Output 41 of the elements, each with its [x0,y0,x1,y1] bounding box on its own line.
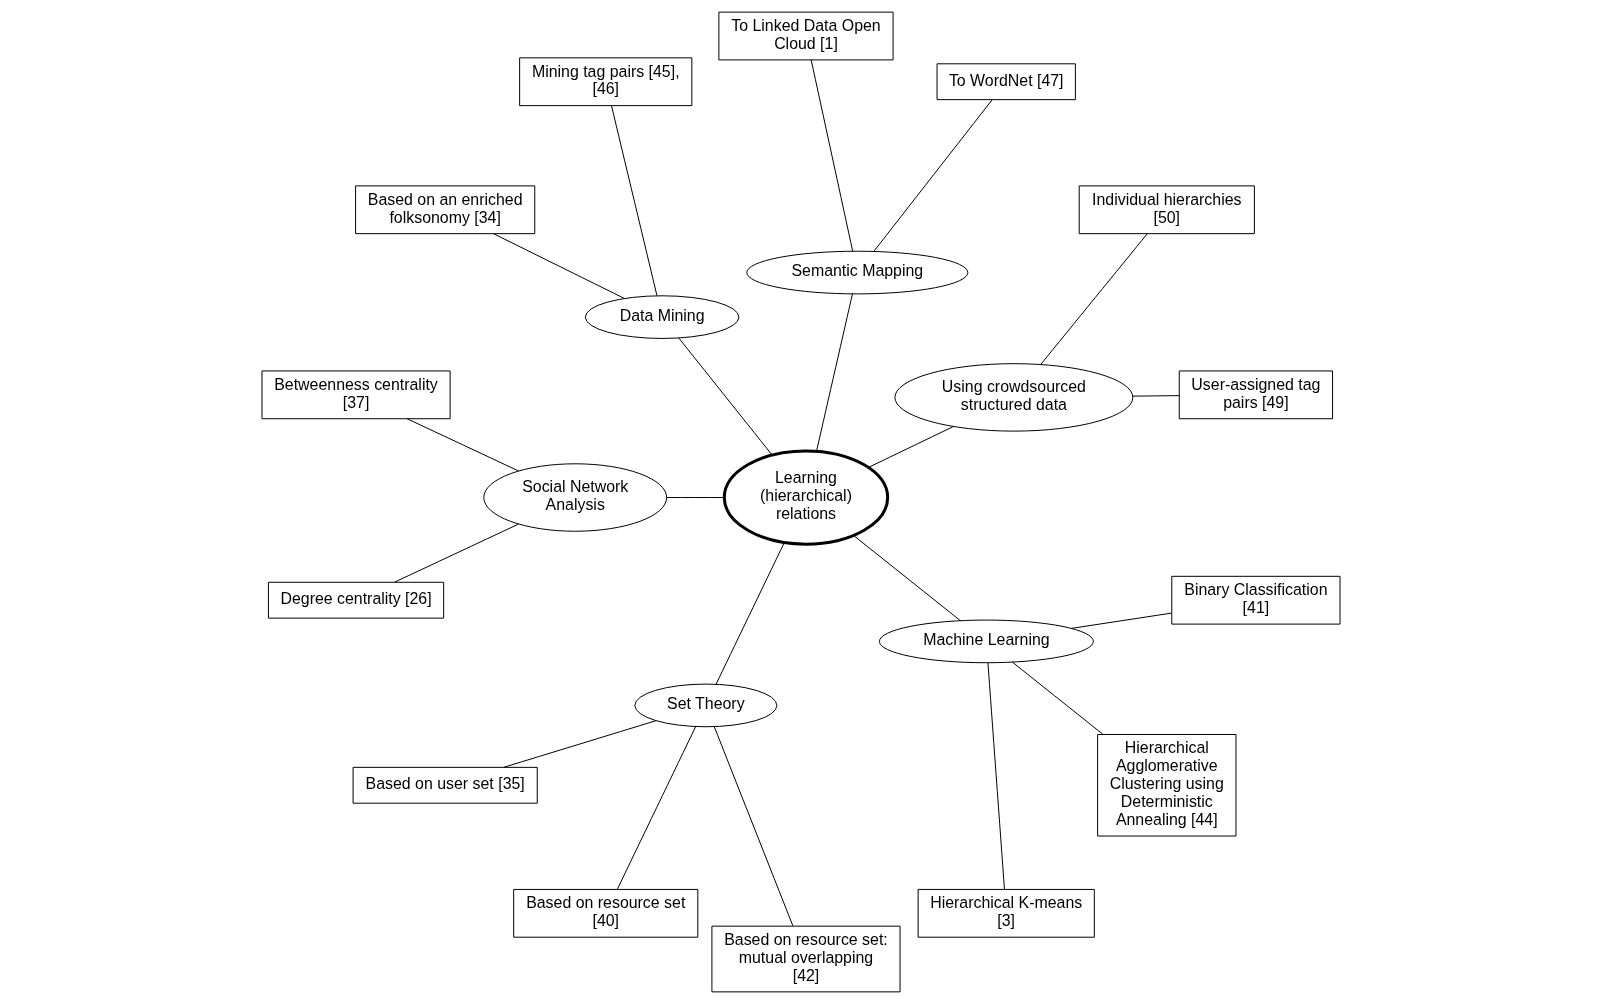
node-ellipse: Semantic Mapping [745,250,968,295]
node-box: Binary Classification [41] [1170,575,1340,625]
node-box: To WordNet [47] [936,63,1076,101]
node-ellipse: Social Network Analysis [482,463,667,532]
connector [852,535,961,622]
node-box: Betweenness centrality [37] [261,370,451,420]
node-box: Individual hierarchies [50] [1078,185,1255,235]
node-ellipse: Learning (hierarchical) relations [722,449,889,546]
connector [810,59,853,252]
node-box: Based on user set [35] [352,766,538,804]
connector [1011,661,1103,735]
node-ellipse: Using crowdsourced structured data [893,363,1133,432]
node-box: Mining tag pairs [45], [46] [518,57,692,107]
node-ellipse: Data Mining [584,295,739,339]
connector [1039,233,1148,365]
connector [867,426,954,468]
connector [1070,612,1172,629]
node-box: Based on an enriched folksonomy [34] [354,185,535,235]
connector [713,726,793,927]
connector [677,337,772,456]
node-ellipse: Machine Learning [878,619,1094,664]
connector [815,293,853,452]
connector [393,523,519,583]
node-box: Based on resource set [40] [512,888,698,938]
node-box: User-assigned tag pairs [49] [1178,370,1333,420]
connector [406,418,519,472]
connector [986,662,1005,890]
node-box: Hierarchical Agglomerative Clustering using Deterministic Annealing [44] [1096,734,1236,837]
connector [872,99,993,252]
connector [610,105,657,297]
node-box: Degree centrality [26] [267,581,444,619]
connector [666,497,725,498]
connector [492,233,625,299]
connector [1131,395,1180,397]
node-box: Hierarchical K-means [3] [917,888,1095,938]
connector [502,720,657,768]
connector [616,726,696,890]
connector [715,541,785,685]
node-box: To Linked Data Open Cloud [1] [717,11,894,61]
node-box: Based on resource set: mutual overlapping [42] [710,925,901,993]
node-ellipse: Set Theory [633,683,777,728]
